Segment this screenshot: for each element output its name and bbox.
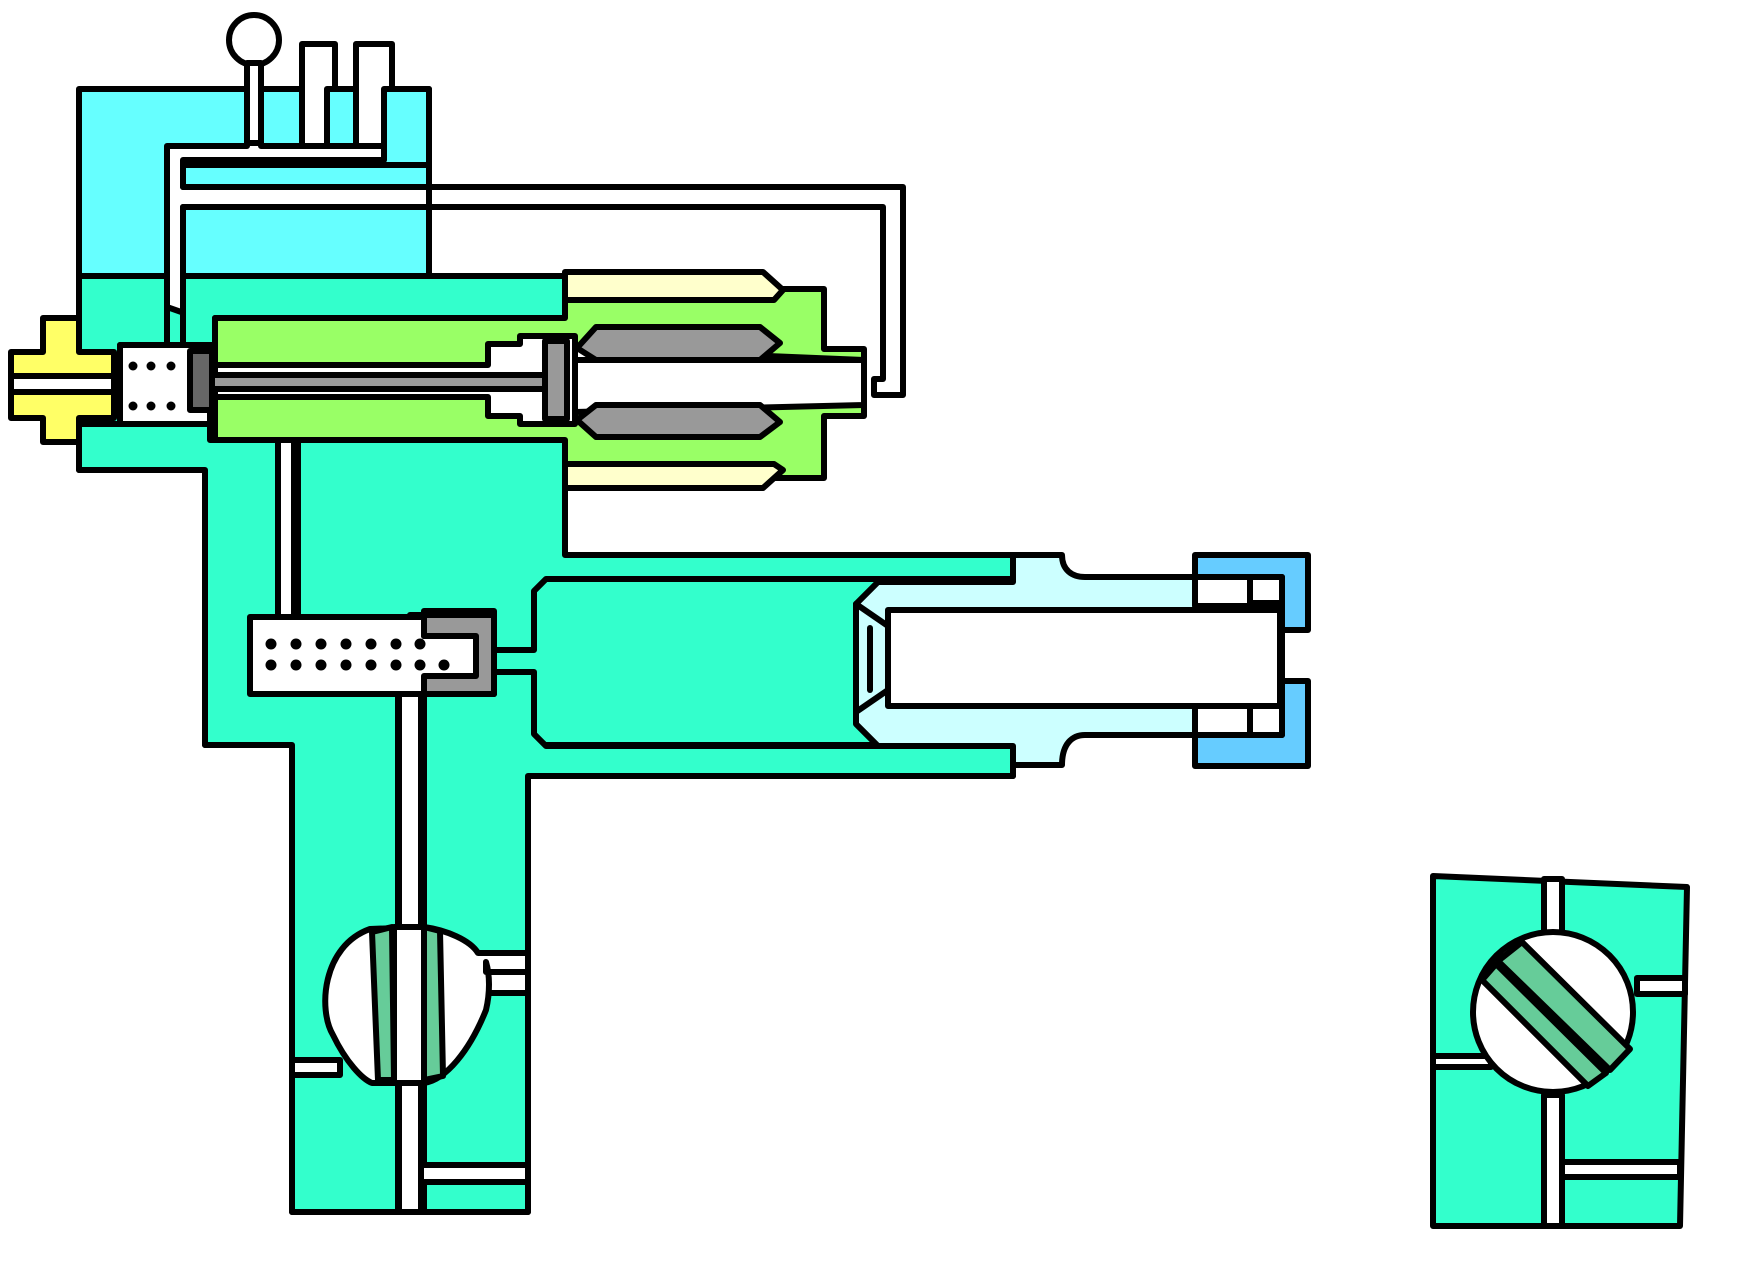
inlet-fitting [8,315,117,445]
check-valve [421,612,497,697]
outlet-tube [853,552,1285,768]
rotary-valve-detail [1430,873,1690,1229]
rotary-valve-side-view [322,924,531,1086]
sliding-spool [187,324,783,440]
outlet-coupling [1192,552,1311,769]
upper-chamber [76,12,906,398]
